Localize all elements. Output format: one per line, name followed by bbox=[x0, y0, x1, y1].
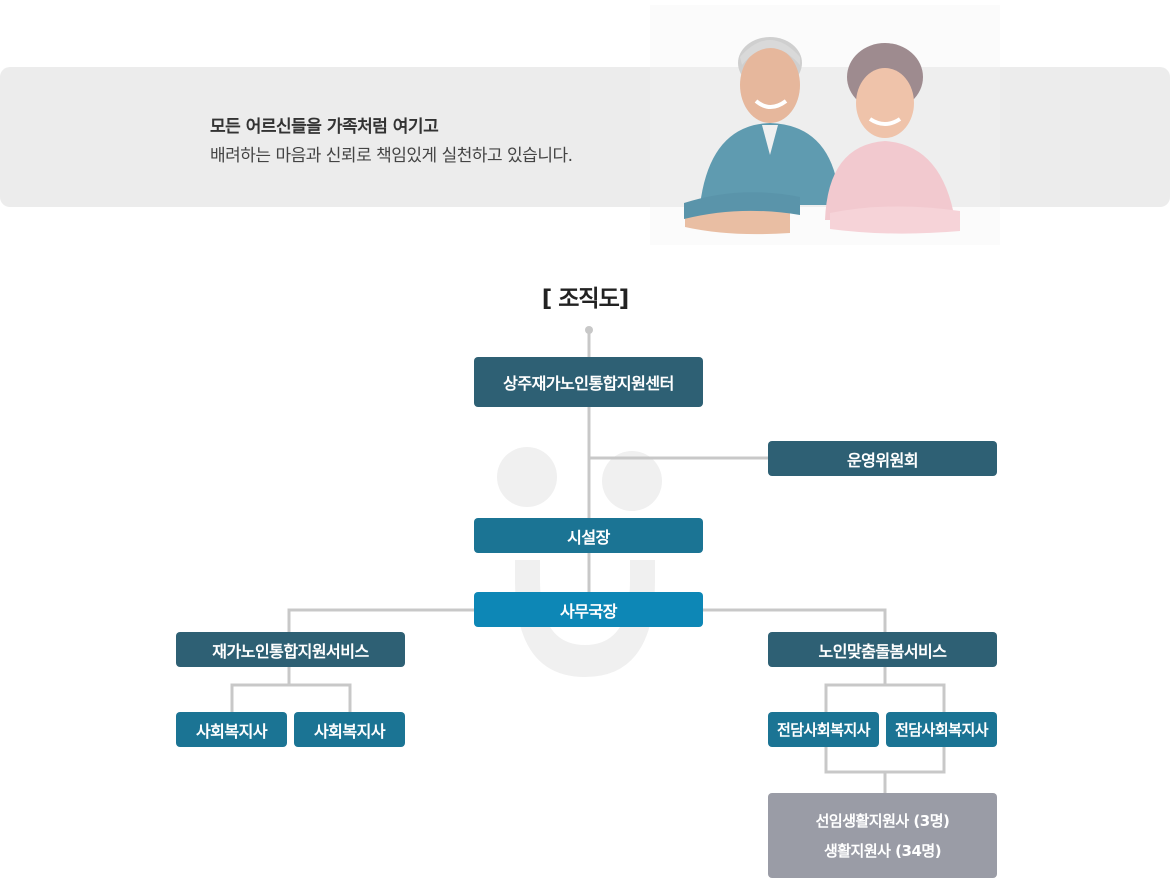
center-box: 상주재가노인통합지원센터 bbox=[474, 357, 703, 407]
intro-banner bbox=[0, 67, 1170, 207]
life-supporter-label: 생활지원사 (34명) bbox=[823, 841, 942, 860]
social-worker-box: 사회복지사 bbox=[294, 712, 405, 747]
life-support-staff-box: 선임생활지원사 (3명) 생활지원사 (34명) bbox=[768, 793, 997, 878]
committee-box: 운영위원회 bbox=[768, 441, 997, 476]
right-service-box: 노인맞춤돌봄서비스 bbox=[768, 632, 997, 667]
banner-subline: 배려하는 마음과 신뢰로 책임있게 실천하고 있습니다. bbox=[210, 146, 573, 166]
dedicated-social-worker-box: 전담사회복지사 bbox=[768, 712, 879, 747]
social-worker-box: 사회복지사 bbox=[176, 712, 287, 747]
secretary-general-box: 사무국장 bbox=[474, 592, 703, 627]
left-service-box: 재가노인통합지원서비스 bbox=[176, 632, 405, 667]
org-chart-title: [ 조직도] bbox=[541, 286, 630, 312]
people-logo-watermark bbox=[497, 447, 662, 677]
banner-headline: 모든 어르신들을 가족처럼 여기고 bbox=[210, 117, 439, 137]
director-box: 시설장 bbox=[474, 518, 703, 553]
dedicated-social-worker-box: 전담사회복지사 bbox=[886, 712, 997, 747]
senior-couple-photo bbox=[650, 5, 1000, 245]
senior-life-supporter-label: 선임생활지원사 (3명) bbox=[815, 811, 950, 830]
